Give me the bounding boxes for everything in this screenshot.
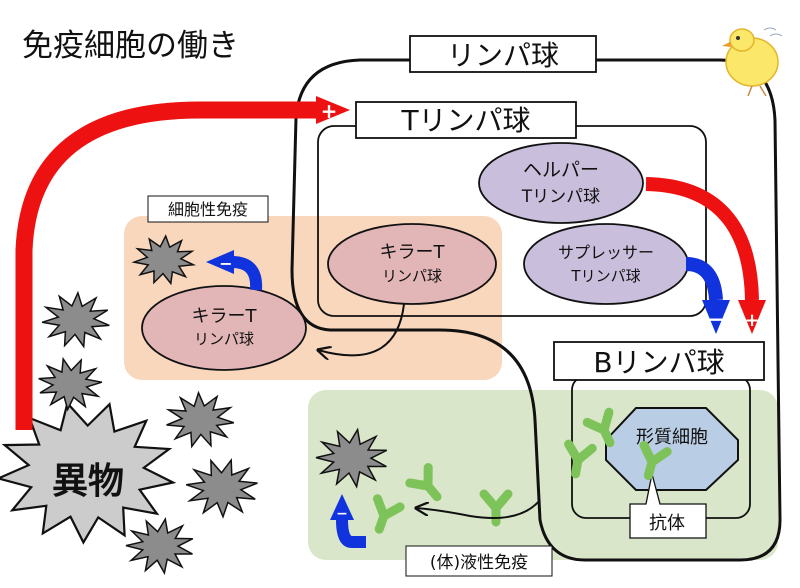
activation-arrow-foreign-to-t <box>15 101 320 430</box>
minus-sign-2: − <box>219 254 232 273</box>
antibody-attack-arrow-head <box>330 494 354 520</box>
killer-differentiation-arrow <box>318 303 405 355</box>
helper-t-label-1: ヘルパー <box>523 159 599 181</box>
t-lymphocyte-label-box <box>355 101 577 139</box>
plasma-cell-label: 形質細胞 <box>636 427 708 448</box>
killer-t-label-1b: キラーT <box>192 306 258 327</box>
antigen-burst-icon <box>41 290 110 349</box>
plasma-cell <box>605 407 739 491</box>
antibody-y-icon <box>639 440 672 481</box>
activation-arrow-head-1 <box>316 96 350 124</box>
suppressor-t-cell <box>523 223 689 305</box>
antibody-y-icon <box>373 494 405 534</box>
antibody-label: 抗体 <box>649 513 685 534</box>
antigen-group <box>0 234 388 576</box>
suppression-arrow-head <box>702 300 730 334</box>
suppressor-t-label-1: サプレッサー <box>558 243 654 262</box>
t-lymphocyte-label: Tリンパ球 <box>400 104 530 137</box>
killer-t-cell-active <box>141 285 307 371</box>
antigen-burst-icon <box>38 356 103 412</box>
antibody-group <box>373 407 672 534</box>
humoral-immunity-label-box <box>405 545 553 577</box>
antibody-attack-arrow <box>336 519 366 548</box>
suppressor-t-label-2: Tリンパ球 <box>570 267 640 285</box>
page-title: 免疫細胞の働き <box>22 28 239 64</box>
minus-sign-1: − <box>708 307 725 331</box>
helper-t-label-2: Tリンパ球 <box>521 187 600 207</box>
minus-sign-3: − <box>336 506 348 522</box>
suppression-arrow-suppressor-to-b <box>685 257 723 301</box>
killer-t-label-2b: リンパ球 <box>194 330 254 348</box>
antigen-burst-icon <box>185 457 258 519</box>
killer-t-label-1a: キラーT <box>380 242 446 263</box>
cellular-immunity-label: 細胞性免疫 <box>168 200 248 219</box>
antigen-burst-icon <box>131 234 197 286</box>
killer-t-cell-in-t <box>327 223 497 305</box>
foreign-body-label: 異物 <box>52 461 124 502</box>
foreign-body-burst-icon <box>0 400 177 545</box>
killer-t-label-2a: リンパ球 <box>382 267 442 285</box>
chick-icon <box>722 27 783 97</box>
antigen-burst-icon <box>315 427 388 489</box>
antibody-y-icon <box>582 407 615 448</box>
plus-sign-1: + <box>321 99 338 123</box>
lymphocyte-label: リンパ球 <box>447 39 559 72</box>
killer-attack-arrow-head <box>206 250 234 274</box>
antibody-callout <box>629 473 707 539</box>
antigen-burst-icon <box>125 516 194 576</box>
antibody-y-icon <box>405 463 442 502</box>
antibody-release-arrow <box>416 499 541 519</box>
b-lymphocyte-label-box <box>553 341 765 381</box>
humoral-immunity-label: (体)液性免疫 <box>430 553 528 573</box>
activation-arrow-helper-to-b <box>645 177 759 301</box>
antibody-y-icon <box>479 489 513 527</box>
lymphocyte-label-box <box>409 35 597 73</box>
activation-arrow-head-2 <box>738 300 766 334</box>
killer-attack-arrow <box>231 256 263 291</box>
antibody-y-icon <box>564 439 597 479</box>
b-lymphocyte-label: Bリンパ球 <box>593 346 724 379</box>
helper-t-cell <box>478 142 644 224</box>
cellular-immunity-label-box <box>147 195 269 223</box>
antigen-burst-icon <box>165 390 235 449</box>
plus-sign-2: + <box>744 310 759 331</box>
